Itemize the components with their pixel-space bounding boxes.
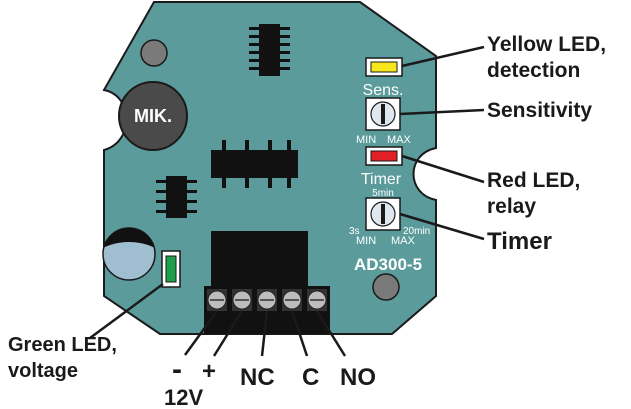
middle-ic (211, 140, 298, 188)
mounting-hole-bottom (372, 273, 400, 301)
terminal-label-12v: 12V (164, 385, 203, 409)
timer-3s-label: 3s (349, 226, 360, 237)
terminal-screw-no (307, 289, 327, 311)
model-label: AD300-5 (354, 255, 422, 274)
timer-5min-label: 5min (372, 188, 394, 199)
leader-sensitivity (399, 108, 485, 116)
leader-lines (89, 45, 485, 357)
terminal-label-minus: - (172, 353, 182, 386)
callout-red-led-line1: Red LED, (487, 169, 580, 192)
terminal-screw-plus (232, 289, 252, 311)
leader-yellow-led (401, 45, 485, 68)
timer-max-label: MAX (391, 235, 416, 247)
terminal-label-plus: + (202, 358, 216, 385)
yellow-led (365, 57, 403, 77)
callout-red-led-line2: relay (487, 195, 536, 218)
terminal-screw-nc (257, 289, 277, 311)
leader-c (290, 310, 309, 357)
sens-label: Sens. (363, 82, 404, 99)
top-ic (249, 24, 290, 76)
leader-plus (212, 310, 244, 357)
timer-board-label: Timer (361, 171, 402, 188)
leader-no (315, 310, 347, 357)
capacitor (102, 227, 156, 281)
relay (211, 231, 308, 289)
leader-minus (183, 310, 219, 356)
callout-green-led-line2: voltage (8, 360, 78, 382)
sens-min-label: MIN (356, 134, 376, 146)
callout-yellow-led-line2: detection (487, 59, 580, 82)
leader-nc (260, 310, 269, 357)
timer-potentiometer (365, 197, 401, 231)
leader-green-led (89, 282, 164, 340)
callout-green-led-line1: Green LED, (8, 334, 117, 356)
callout-yellow-led-line1: Yellow LED, (487, 33, 606, 56)
microphone-label: MIK. (134, 106, 172, 126)
timer-20min-label: 20min (403, 226, 430, 237)
leader-timer (399, 212, 485, 241)
terminal-label-c: C (302, 364, 319, 391)
green-led (161, 250, 181, 288)
red-led (365, 146, 403, 166)
left-ic (156, 176, 197, 218)
sensitivity-potentiometer (365, 97, 401, 131)
timer-min-label: MIN (356, 235, 376, 247)
terminal-label-no: NO (340, 364, 376, 391)
leader-red-led (401, 154, 485, 184)
callout-sensitivity: Sensitivity (487, 99, 592, 122)
terminal-label-nc: NC (240, 364, 275, 391)
callout-timer: Timer (487, 228, 552, 255)
terminal-screw-c (282, 289, 302, 311)
terminal-block (204, 286, 330, 334)
microphone (118, 81, 188, 151)
mounting-hole-top (140, 39, 168, 67)
terminal-screw-minus (207, 289, 227, 311)
sens-max-label: MAX (387, 134, 412, 146)
